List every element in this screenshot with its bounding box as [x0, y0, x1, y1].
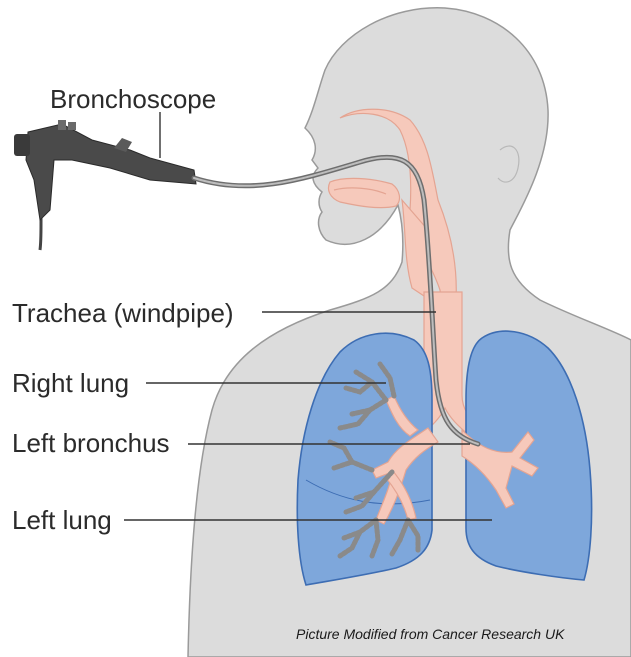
label-right-lung: Right lung	[12, 370, 129, 396]
label-bronchoscope: Bronchoscope	[50, 86, 216, 112]
label-trachea: Trachea (windpipe)	[12, 300, 234, 326]
label-left-lung: Left lung	[12, 507, 112, 533]
image-credit: Picture Modified from Cancer Research UK	[296, 627, 564, 641]
label-left-bronchus: Left bronchus	[12, 430, 170, 456]
bronchoscope-eyepiece	[14, 134, 30, 156]
bronchoscope-handle	[26, 124, 196, 220]
bronchoscope-knob	[58, 120, 66, 130]
